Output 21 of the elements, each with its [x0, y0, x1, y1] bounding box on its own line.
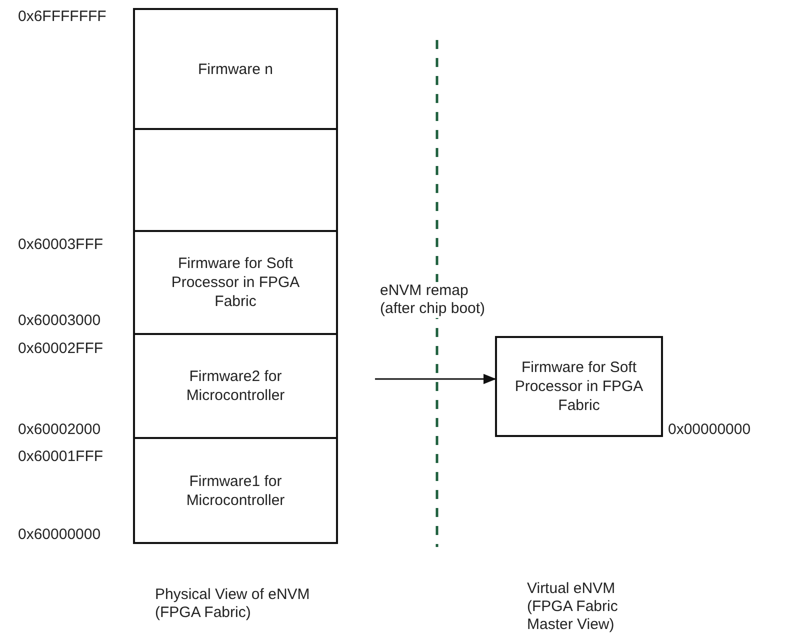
memory-region-box [133, 8, 338, 130]
region-label: Firmware n [196, 60, 274, 78]
region-label: Firmware for Soft Processor in FPGA Fabric [170, 254, 300, 311]
memory-region-box [133, 230, 338, 335]
address-label: 0x6FFFFFFF [18, 8, 106, 26]
address-label: 0x60001FFF [18, 448, 104, 466]
region-label: Firmware1 for Microcontroller [185, 472, 286, 510]
empty-region-box [133, 128, 338, 232]
address-label: 0x00000000 [668, 421, 751, 439]
memory-region-box [133, 333, 338, 439]
address-label: 0x60003FFF [18, 236, 104, 254]
region-label: Firmware for Soft Processor in FPGA Fabric [514, 358, 644, 415]
address-label: 0x60002000 [18, 421, 101, 439]
remapped-region-box [495, 336, 663, 437]
address-label: 0x60003000 [18, 312, 101, 330]
view-caption: Physical View of eNVM (FPGA Fabric) [155, 586, 311, 622]
address-label: 0x60002FFF [18, 340, 104, 358]
address-label: 0x60000000 [18, 526, 101, 544]
region-label: Firmware2 for Microcontroller [185, 367, 286, 405]
arrow [375, 374, 496, 384]
memory-region-box [133, 437, 338, 544]
